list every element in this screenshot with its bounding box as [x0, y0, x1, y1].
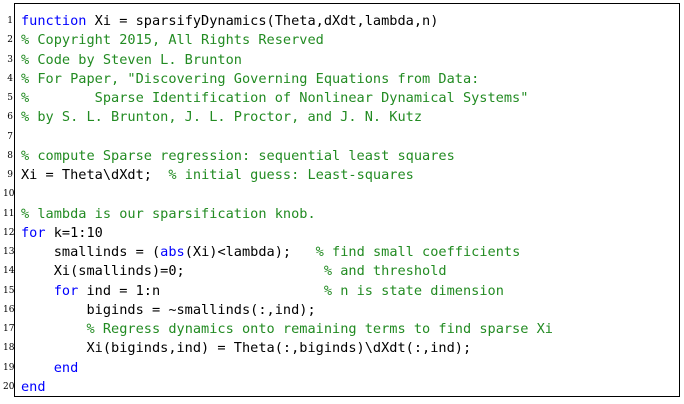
code-keyword: for [21, 224, 46, 241]
line-number: 2 [7, 35, 13, 46]
code-keyword: function [21, 13, 87, 29]
line-number: 12 [3, 227, 15, 238]
code-comment: % by S. L. Brunton, J. L. Proctor, and J… [21, 109, 423, 126]
line-number: 18 [3, 343, 15, 354]
code-text: % For Paper, "Discovering Governing Equa… [21, 70, 479, 89]
line-number: 15 [3, 285, 15, 296]
code-token: Xi(smallinds)=0; [21, 263, 324, 280]
code-text: end [21, 359, 79, 378]
code-text: function Xi = sparsifyDynamics(Theta,dXd… [21, 12, 438, 31]
code-token [21, 360, 54, 376]
code-comment: % Copyright 2015, All Rights Reserved [21, 32, 324, 49]
code-token: Xi(biginds,ind) = Theta(:,biginds)\dXdt(… [21, 340, 472, 357]
line-number: 10 [3, 189, 15, 200]
line-number: 17 [3, 324, 15, 334]
code-text: Xi(biginds,ind) = Theta(:,biginds)\dXdt(… [21, 339, 471, 358]
line-number: 5 [7, 93, 13, 103]
code-comment: % and threshold [323, 263, 447, 280]
code-token: k=1:10 [45, 224, 103, 241]
line-number: 19 [3, 362, 15, 373]
line-number: 7 [7, 131, 13, 142]
code-text: for k=1:10 [21, 224, 103, 243]
code-comment: % compute Sparse regression: sequential … [21, 147, 455, 164]
line-number: 1 [7, 16, 13, 26]
code-token: Xi = Theta\dXdt; [21, 167, 169, 183]
code-token: (Xi)<lambda); [184, 244, 316, 260]
code-text: % compute Sparse regression: sequential … [21, 147, 455, 166]
code-comment: % find small coefficients [315, 244, 521, 260]
line-number: 11 [3, 208, 15, 219]
code-text: smallinds = (abs(Xi)<lambda); % find sma… [21, 243, 521, 262]
line-number: 8 [7, 150, 13, 161]
code-text: % Code by Steven L. Brunton [21, 51, 242, 70]
code-comment: % initial guess: Least-squares [168, 167, 414, 183]
line-number: 20 [3, 381, 15, 392]
code-comment: % Code by Steven L. Brunton [21, 51, 242, 68]
code-keyword: end [53, 359, 79, 376]
code-keyword: for [53, 282, 79, 299]
line-number: 4 [7, 73, 13, 84]
line-number: 13 [3, 247, 15, 257]
code-comment: % lambda is our sparsification knob. [21, 205, 316, 222]
code-text: Xi = Theta\dXdt; % initial guess: Least-… [21, 166, 414, 185]
code-comment: % n is state dimension [323, 282, 504, 299]
line-number: 6 [7, 112, 13, 123]
code-token: Xi = sparsifyDynamics(Theta,dXdt,lambda,… [86, 13, 439, 29]
line-number: 9 [7, 170, 13, 180]
code-text: biginds = ~smallinds(:,ind); [21, 301, 316, 320]
code-comment: % Sparse Identification of Nonlinear Dyn… [21, 90, 529, 106]
code-text: end [21, 378, 46, 397]
code-text: for ind = 1:n % n is state dimension [21, 282, 504, 301]
code-token: ind = 1:n [78, 282, 324, 299]
code-token: biginds = ~smallinds(:,ind); [21, 301, 316, 318]
line-number: 16 [3, 304, 15, 315]
line-number: 3 [7, 54, 13, 65]
code-token [21, 283, 54, 299]
code-text: % by S. L. Brunton, J. L. Proctor, and J… [21, 108, 422, 127]
code-comment: % Regress dynamics onto remaining terms … [86, 321, 553, 337]
code-text: % Sparse Identification of Nonlinear Dyn… [21, 89, 528, 108]
line-number: 14 [3, 266, 15, 277]
code-text: Xi(smallinds)=0; % and threshold [21, 262, 447, 281]
code-text: % Regress dynamics onto remaining terms … [21, 320, 553, 339]
code-text: % lambda is our sparsification knob. [21, 205, 316, 224]
code-text: % Copyright 2015, All Rights Reserved [21, 31, 324, 50]
code-keyword: abs [160, 244, 185, 260]
code-token [21, 321, 86, 337]
code-token: smallinds = ( [21, 244, 161, 260]
code-keyword: end [21, 378, 46, 395]
code-comment: % For Paper, "Discovering Governing Equa… [21, 70, 480, 87]
code-block: 1 function Xi = sparsifyDynamics(Theta,dX… [3, 3, 680, 397]
